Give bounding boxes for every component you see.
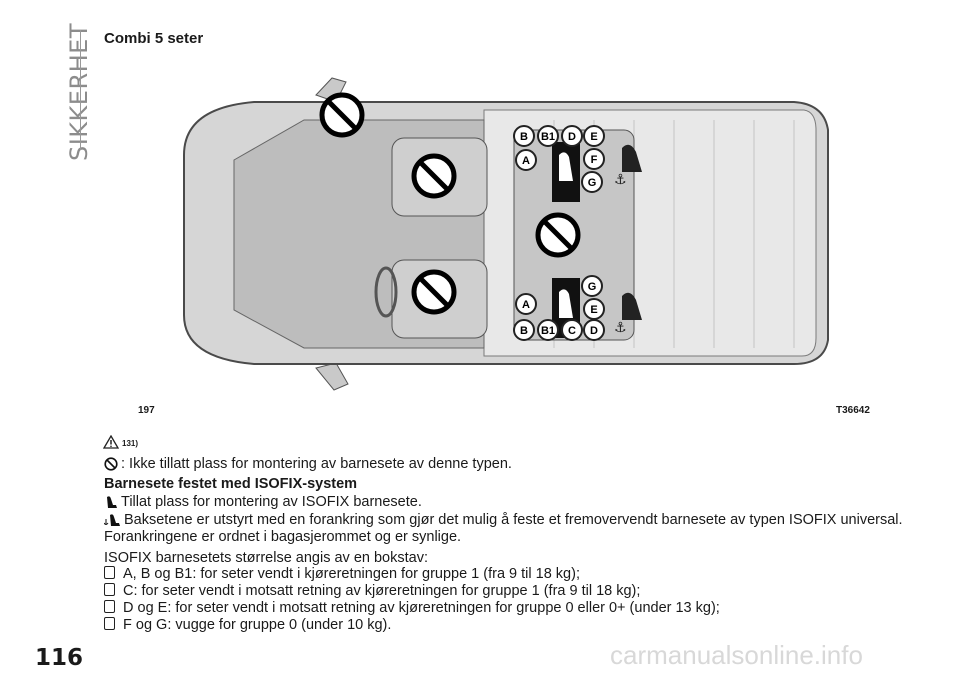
anchor-child-seat-icon xyxy=(104,514,120,526)
figure-code: T36642 xyxy=(836,405,870,416)
vehicle-topview-illustration: ⚓ ⚓ B B1 D E A F G G E A B xyxy=(183,77,829,391)
list-item-text: C: for seter vendt i motsatt retning av … xyxy=(123,583,641,599)
vehicle-figure: ⚓ ⚓ B B1 D E A F G G E A B xyxy=(104,60,874,425)
allowed-text: Tillat plass for montering av ISOFIX bar… xyxy=(121,494,422,510)
not-allowed-line: : Ikke tillatt plass for montering av ba… xyxy=(104,456,512,473)
svg-text:D: D xyxy=(568,131,576,143)
svg-text:A: A xyxy=(522,155,530,167)
svg-text:B: B xyxy=(520,325,528,337)
bullet-icon xyxy=(104,583,115,596)
warning-reference: 131) xyxy=(103,435,138,449)
list-item-text: F og G: vugge for gruppe 0 (under 10 kg)… xyxy=(123,617,392,633)
svg-text:⚓: ⚓ xyxy=(614,320,627,336)
badge-group-bottom: G E A B B1 C D xyxy=(513,275,605,341)
list-item: C: for seter vendt i motsatt retning av … xyxy=(104,583,720,600)
bullet-icon xyxy=(104,600,115,613)
badge-group-top: B B1 D E A F G xyxy=(513,125,605,193)
allowed-line: Tillat plass for montering av ISOFIX bar… xyxy=(104,494,422,511)
mirror-bottom-icon xyxy=(315,362,349,391)
svg-text:G: G xyxy=(588,281,597,293)
svg-text:A: A xyxy=(522,299,530,311)
prohibited-icon xyxy=(104,457,118,471)
universal-text-1: Baksetene er utstyrt med en forankring s… xyxy=(124,512,903,528)
svg-text:E: E xyxy=(590,304,597,316)
list-item: F og G: vugge for gruppe 0 (under 10 kg)… xyxy=(104,617,720,634)
svg-text:E: E xyxy=(590,131,597,143)
svg-text:F: F xyxy=(591,154,598,166)
bullet-list: A, B og B1: for seter vendt i kjøreretni… xyxy=(104,566,720,634)
svg-text:B1: B1 xyxy=(541,131,555,143)
side-section-label: SIKKERHET xyxy=(48,23,93,161)
svg-text:D: D xyxy=(590,325,598,337)
svg-text:B1: B1 xyxy=(541,325,555,337)
list-item: D og E: for seter vendt i motsatt retnin… xyxy=(104,600,720,617)
prohibited-icon xyxy=(319,92,581,315)
side-divider xyxy=(80,30,81,150)
svg-text:C: C xyxy=(568,325,576,337)
svg-text:B: B xyxy=(520,131,528,143)
list-item: A, B og B1: for seter vendt i kjøreretni… xyxy=(104,566,720,583)
page-title: Combi 5 seter xyxy=(104,30,204,47)
svg-text:G: G xyxy=(588,177,597,189)
figure-number: 197 xyxy=(138,405,155,416)
list-item-text: A, B og B1: for seter vendt i kjøreretni… xyxy=(123,566,580,582)
section-heading: Barnesete festet med ISOFIX-system xyxy=(104,476,358,492)
anchor-icon-wrap xyxy=(104,512,124,529)
not-allowed-text: : Ikke tillatt plass for montering av ba… xyxy=(121,456,512,472)
bullet-icon xyxy=(104,617,115,630)
svg-text:⚓: ⚓ xyxy=(614,172,627,188)
size-intro: ISOFIX barnesetets størrelse angis av en… xyxy=(104,550,428,566)
page-number: 116 xyxy=(35,645,84,671)
bullet-icon xyxy=(104,566,115,579)
anchor-child-seat-icon: ⚓ ⚓ xyxy=(614,144,642,336)
watermark: carmanualsonline.info xyxy=(610,640,863,670)
child-seat-icon xyxy=(107,496,117,508)
section-name: SIKKERHET xyxy=(65,23,93,161)
universal-text-2: Forankringene er ordnet i bagasjerommet … xyxy=(104,529,462,545)
child-seat-icon xyxy=(559,152,573,318)
warning-ref-number: 131) xyxy=(122,439,139,448)
warning-triangle-icon xyxy=(103,435,119,449)
universal-paragraph: Baksetene er utstyrt med en forankring s… xyxy=(104,512,903,546)
steering-wheel-icon xyxy=(374,266,398,318)
list-item-text: D og E: for seter vendt i motsatt retnin… xyxy=(123,600,720,616)
